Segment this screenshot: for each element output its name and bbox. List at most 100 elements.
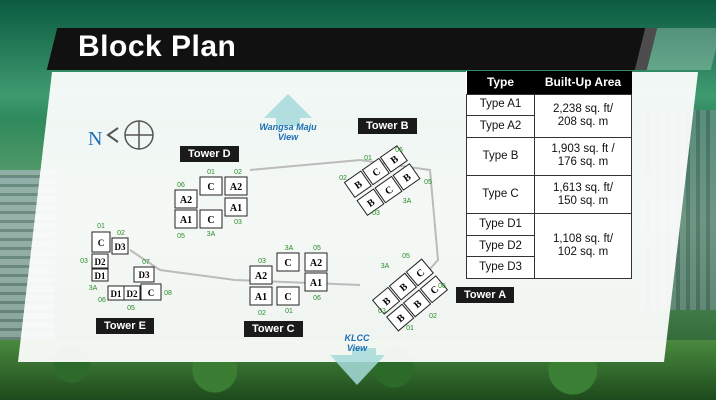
unit-number: 05 [424,179,432,186]
view-label-bottom-line1: KLCC [344,333,370,343]
area-sqft: 2,238 sq. ft/ [552,102,614,115]
area-sqft: 1,903 sq. ft / [551,143,615,156]
compass-arrow-icon [106,127,119,143]
unit-number: 02 [258,310,266,317]
tower-c-label: Tower C [244,321,303,337]
unit-number: 06 [177,182,185,189]
unit-number: 03 [258,258,266,265]
unit-label: C [207,215,214,226]
unit-number: 02 [117,230,125,237]
tower-d-block: A2 C A2 A1 C A1 [174,176,248,229]
unit-label: A2 [255,271,267,282]
area-sqm: 176 sq. m [557,156,609,169]
unit-number: 06 [438,283,446,290]
unit-number: 06 [313,295,321,302]
unit-label: C [148,288,155,298]
unit-label: D2 [95,257,106,267]
tower-a-label: Tower A [456,287,515,303]
tower-e-block: C D3 D2 D1 D3 D1 D2 C [91,231,162,301]
unit-number: 08 [164,290,172,297]
unit-label: A2 [230,182,242,193]
type-cell: Type D1 [466,213,535,236]
unit-number: 01 [285,308,293,315]
unit-number: 3A [285,245,294,252]
table-row: Type D2 [466,234,632,258]
column-header-area: Built-Up Area [534,71,632,95]
unit-number: 05 [402,253,410,260]
type-cell: Type D2 [466,234,535,258]
unit-label: C [284,292,291,303]
unit-number: 3A [381,263,390,270]
unit-number: 01 [406,325,414,332]
area-sqm: 208 sq. m [557,115,609,128]
unit-number: 3A [207,231,216,238]
tower-e-label: Tower E [96,318,154,334]
unit-label: D2 [127,289,138,299]
table-row: Type D1 1,108 sq. ft/102 sq. m [466,213,632,279]
unit-label: C [284,258,291,269]
tower-c-block: C A2 A2 A1 C A1 [249,252,328,306]
table-row: Type C 1,613 sq. ft/150 sq. m [466,174,632,215]
up-arrow-icon [264,94,312,126]
unit-number: 05 [127,305,135,312]
unit-number: 02 [429,313,437,320]
unit-label: A1 [310,278,322,289]
site-path-lower [129,249,361,286]
page-title: Block Plan [78,30,237,63]
type-cell: Type A1 [466,93,535,117]
view-label-top-line1: Wangsa Maju [259,122,317,132]
type-cell: Type B [466,136,535,177]
table-row: Type B 1,903 sq. ft /176 sq. m [466,136,632,177]
area-cell: 1,903 sq. ft /176 sq. m [534,136,632,177]
unit-number: 03 [372,210,380,217]
tower-a-block: B B C B B C [371,258,449,332]
unit-label: A2 [310,258,322,269]
view-label-top: Wangsa Maju View [258,122,318,142]
unit-label: C [98,238,105,248]
area-sqm: 150 sq. m [557,194,609,207]
unit-number: 01 [207,169,215,176]
compass-label: N [88,128,102,150]
area-cell: 1,613 sq. ft/150 sq. m [534,174,632,215]
unit-number: 07 [142,259,150,266]
unit-number: 01 [97,223,105,230]
tower-b-label: Tower B [358,118,417,134]
unit-label: A1 [255,292,267,303]
area-sqft: 1,108 sq. ft/ [552,233,614,246]
unit-number: 05 [313,245,321,252]
tower-d-label: Tower D [180,146,239,162]
table-header-row: Type Built-Up Area [466,71,632,95]
unit-label: D3 [115,242,126,252]
area-sqft: 1,613 sq. ft/ [552,181,614,194]
view-label-bottom-line2: View [346,343,368,353]
unit-number: 06 [98,297,106,304]
unit-number: 05 [177,233,185,240]
unit-number: 02 [339,175,347,182]
unit-number: 01 [364,155,372,162]
unit-number: 03 [80,258,88,265]
compass-icon [124,120,154,150]
area-cell: 1,108 sq. ft/102 sq. m [534,213,632,279]
area-cell: 2,238 sq. ft/208 sq. m [534,93,632,138]
tower-b-block: B C B B C B [343,145,421,217]
built-up-area-table: Type Built-Up Area Type A1 2,238 sq. ft/… [466,71,632,279]
type-cell: Type D3 [466,256,535,279]
unit-number: 3A [403,198,412,205]
unit-number: 3A [89,285,98,292]
view-label-bottom: KLCC View [334,333,380,353]
unit-label: A1 [180,215,192,226]
unit-label: D1 [111,289,122,299]
unit-label: A2 [180,195,192,206]
unit-number: 06 [395,147,403,154]
unit-label: D1 [95,271,106,281]
area-sqm: 102 sq. m [557,246,609,259]
unit-number: 03 [234,219,242,226]
unit-label: D3 [139,270,150,280]
site-path [249,158,440,281]
down-arrow-icon [330,348,385,385]
unit-number: 02 [234,169,242,176]
column-header-type: Type [466,71,535,95]
unit-label: C [207,182,214,193]
table-row: Type D3 [466,256,632,279]
